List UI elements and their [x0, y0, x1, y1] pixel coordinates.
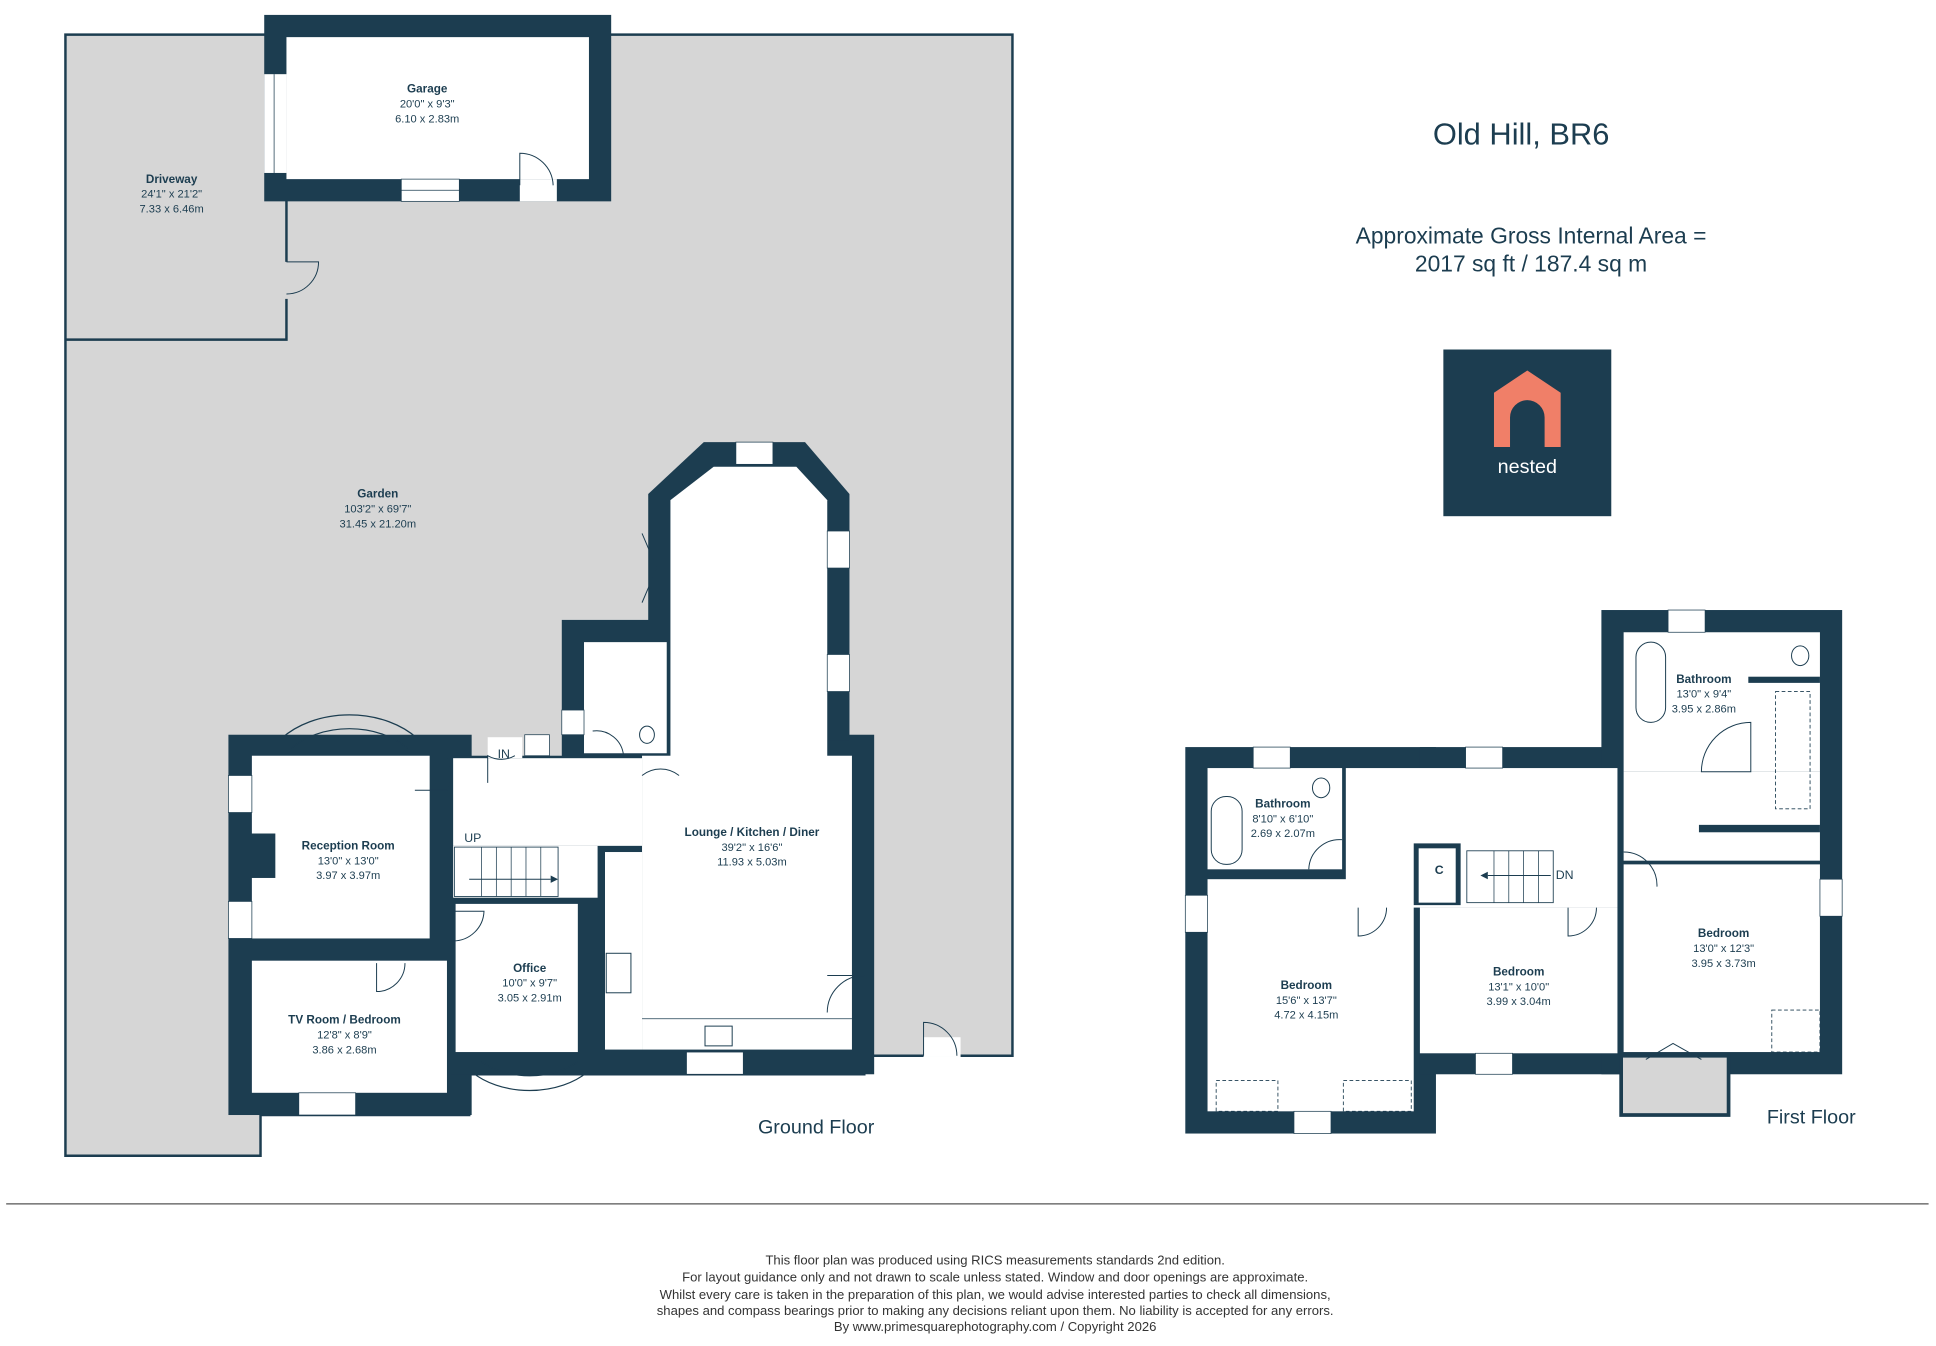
room-imperial: 13'1" x 10'0" — [1488, 981, 1549, 993]
room-label-bedroom-1: Bedroom 15'6" x 13'7" 4.72 x 4.15m — [1274, 979, 1338, 1022]
stairs-down-mark: DN — [1556, 868, 1574, 882]
room-name: TV Room / Bedroom — [288, 1014, 401, 1027]
room-metric: 4.72 x 4.15m — [1274, 1010, 1338, 1022]
room-label-reception-room: Reception Room 13'0" x 13'0" 3.97 x 3.97… — [302, 840, 395, 883]
room-metric: 7.33 x 6.46m — [140, 203, 204, 215]
first-floor-label: First Floor — [1767, 1107, 1856, 1129]
footer-line: By www.primesquarephotography.com / Copy… — [834, 1319, 1157, 1334]
room-label-lounge: Lounge / Kitchen / Diner 39'2" x 16'6" 1… — [685, 826, 820, 869]
area-line-1: Approximate Gross Internal Area = — [1356, 222, 1707, 248]
room-name: Garage — [407, 83, 448, 96]
room-imperial: 103'2" x 69'7" — [344, 503, 411, 515]
room-imperial: 13'0" x 13'0" — [318, 855, 379, 867]
room-metric: 11.93 x 5.03m — [717, 857, 787, 869]
room-label-office: Office 10'0" x 9'7" 3.05 x 2.91m — [498, 962, 562, 1005]
sink-icon — [704, 1025, 733, 1047]
room-metric: 3.95 x 3.73m — [1692, 958, 1756, 970]
room-label-driveway: Driveway 24'1" x 21'2" 7.33 x 6.46m — [140, 173, 204, 216]
room-name: Garden — [357, 488, 398, 501]
nested-logo: nested — [1443, 349, 1612, 517]
room-imperial: 20'0" x 9'3" — [400, 99, 455, 111]
room-imperial: 12'8" x 8'9" — [317, 1029, 372, 1041]
room-label-tv-room: TV Room / Bedroom 12'8" x 8'9" 3.86 x 2.… — [288, 1014, 401, 1057]
room-name: Bedroom — [1493, 965, 1544, 978]
room-label-bedroom-2: Bedroom 13'1" x 10'0" 3.99 x 3.04m — [1487, 965, 1551, 1008]
room-metric: 31.45 x 21.20m — [340, 518, 417, 530]
room-name: Reception Room — [302, 840, 395, 853]
room-name: Lounge / Kitchen / Diner — [685, 826, 820, 839]
room-label-bathroom-2: Bathroom 13'0" x 9'4" 3.95 x 2.86m — [1672, 673, 1736, 716]
room-metric: 3.86 x 2.68m — [312, 1044, 376, 1056]
garage — [264, 14, 612, 202]
room-label-garage: Garage 20'0" x 9'3" 6.10 x 2.83m — [395, 83, 459, 126]
room-name: Bathroom — [1676, 673, 1731, 686]
footer-line: For layout guidance only and not drawn t… — [682, 1270, 1308, 1285]
stairs-icon — [453, 846, 559, 897]
ground-floor-label: Ground Floor — [758, 1117, 875, 1139]
room-label-bathroom-1: Bathroom 8'10" x 6'10" 2.69 x 2.07m — [1251, 798, 1315, 841]
room-imperial: 24'1" x 21'2" — [141, 189, 202, 201]
room-name: Office — [513, 962, 547, 975]
room-metric: 3.99 x 3.04m — [1487, 996, 1551, 1008]
stairs-icon — [1466, 850, 1554, 904]
first-floor-plan — [1184, 609, 1843, 1134]
footer-line: shapes and compass bearings prior to mak… — [657, 1303, 1334, 1318]
footer-line: This floor plan was produced using RICS … — [765, 1252, 1224, 1267]
hob-icon — [605, 952, 632, 994]
cupboard-mark: C — [1435, 863, 1444, 877]
room-name: Bedroom — [1281, 979, 1332, 992]
ground-floor-plan — [228, 441, 875, 1116]
room-metric: 3.05 x 2.91m — [498, 992, 562, 1004]
room-name: Bathroom — [1255, 798, 1310, 811]
entrance-mark: IN — [498, 747, 510, 761]
toilet-icon — [639, 725, 655, 744]
property-title: Old Hill, BR6 — [1433, 117, 1610, 152]
room-imperial: 10'0" x 9'7" — [502, 978, 557, 990]
room-metric: 3.97 x 3.97m — [316, 870, 380, 882]
room-name: Bedroom — [1698, 927, 1749, 940]
room-metric: 2.69 x 2.07m — [1251, 828, 1315, 840]
room-imperial: 8'10" x 6'10" — [1252, 813, 1313, 825]
room-metric: 3.95 x 2.86m — [1672, 704, 1736, 716]
area-line-2: 2017 sq ft / 187.4 sq m — [1415, 251, 1647, 277]
room-label-bedroom-3: Bedroom 13'0" x 12'3" 3.95 x 3.73m — [1692, 927, 1756, 970]
room-label-garden: Garden 103'2" x 69'7" 31.45 x 21.20m — [340, 488, 417, 531]
room-imperial: 13'0" x 12'3" — [1693, 943, 1754, 955]
stairs-up-mark: UP — [464, 831, 481, 845]
logo-text: nested — [1498, 456, 1557, 478]
room-name: Driveway — [146, 173, 198, 186]
footer-line: Whilst every care is taken in the prepar… — [660, 1287, 1331, 1302]
room-imperial: 39'2" x 16'6" — [721, 842, 782, 854]
room-imperial: 15'6" x 13'7" — [1276, 995, 1337, 1007]
house-icon — [1493, 370, 1561, 448]
room-imperial: 13'0" x 9'4" — [1677, 689, 1732, 701]
room-metric: 6.10 x 2.83m — [395, 113, 459, 125]
